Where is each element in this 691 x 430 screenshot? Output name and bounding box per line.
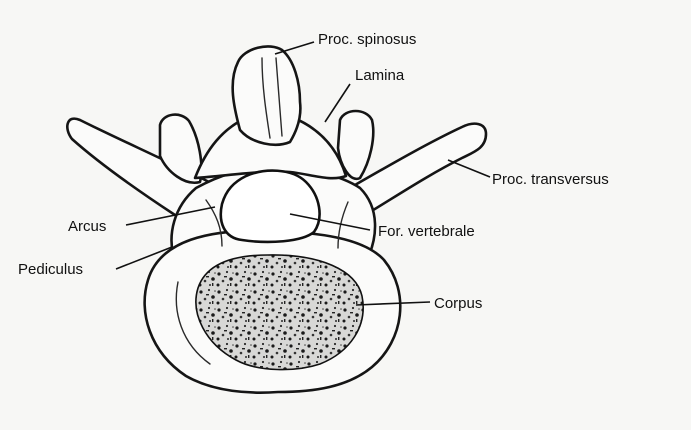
label-corpus: Corpus	[434, 295, 482, 312]
vertebral-foramen	[221, 171, 320, 242]
leader-proc-transversus	[448, 160, 490, 177]
spinous-process	[233, 46, 301, 144]
label-lamina: Lamina	[355, 67, 405, 84]
label-for-vertebrale: For. vertebrale	[378, 223, 475, 240]
label-proc-transversus: Proc. transversus	[492, 171, 609, 188]
label-proc-spinosus: Proc. spinosus	[318, 31, 416, 48]
label-arcus: Arcus	[68, 218, 106, 235]
label-pediculus: Pediculus	[18, 261, 83, 278]
